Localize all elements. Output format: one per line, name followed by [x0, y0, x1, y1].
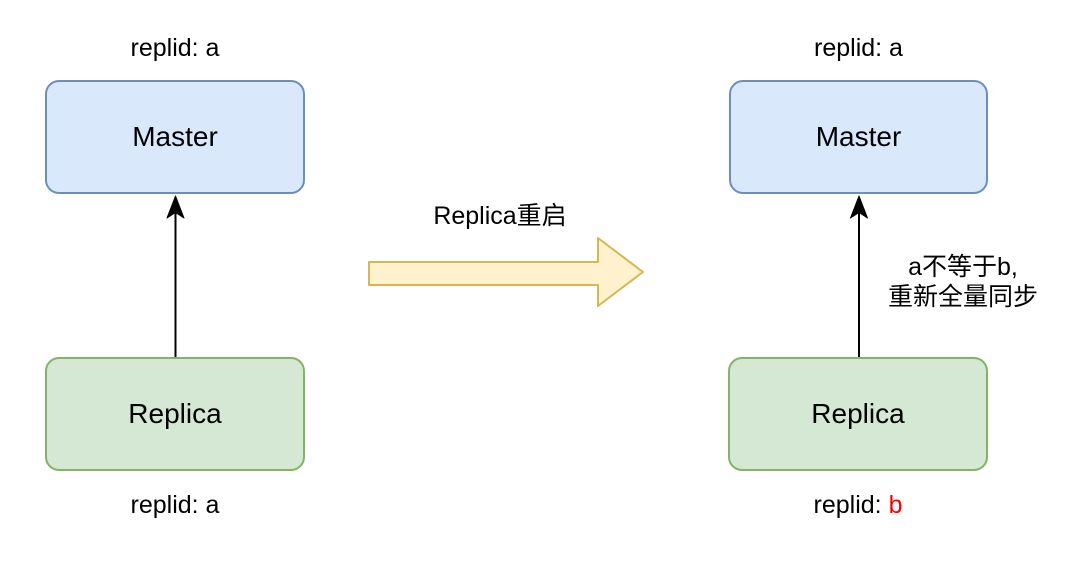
right-master-box-label: Master [815, 121, 902, 152]
right-replica-box: Replica [728, 357, 988, 471]
right-sync-note-line1: a不等于b, [908, 253, 1018, 281]
right-master-box: Master [729, 80, 988, 194]
left-replica-box-label: Replica [128, 398, 222, 429]
right-replica-replid-label: replid: b [728, 490, 988, 520]
right-replica-box-label: Replica [811, 398, 905, 429]
left-master-box-label: Master [132, 121, 218, 152]
left-replication-arrow [166, 195, 185, 357]
right-master-replid-label: replid: a [814, 34, 903, 62]
left-replica-replid-label: replid: a [130, 491, 220, 519]
transition-label: Replica重启 [433, 202, 567, 230]
left-master-replid-label: replid: a [130, 34, 220, 62]
right-replication-arrow [850, 195, 868, 357]
right-sync-note-line2: 重新全量同步 [887, 283, 1038, 311]
right-replica-replid-prefix: replid: [813, 491, 889, 519]
transition-arrow [368, 237, 644, 307]
left-master-box: Master [45, 80, 305, 194]
left-replica-box: Replica [45, 357, 305, 471]
right-sync-note: a不等于b, 重新全量同步 [868, 252, 1058, 312]
right-replica-replid-value: b [888, 491, 903, 519]
